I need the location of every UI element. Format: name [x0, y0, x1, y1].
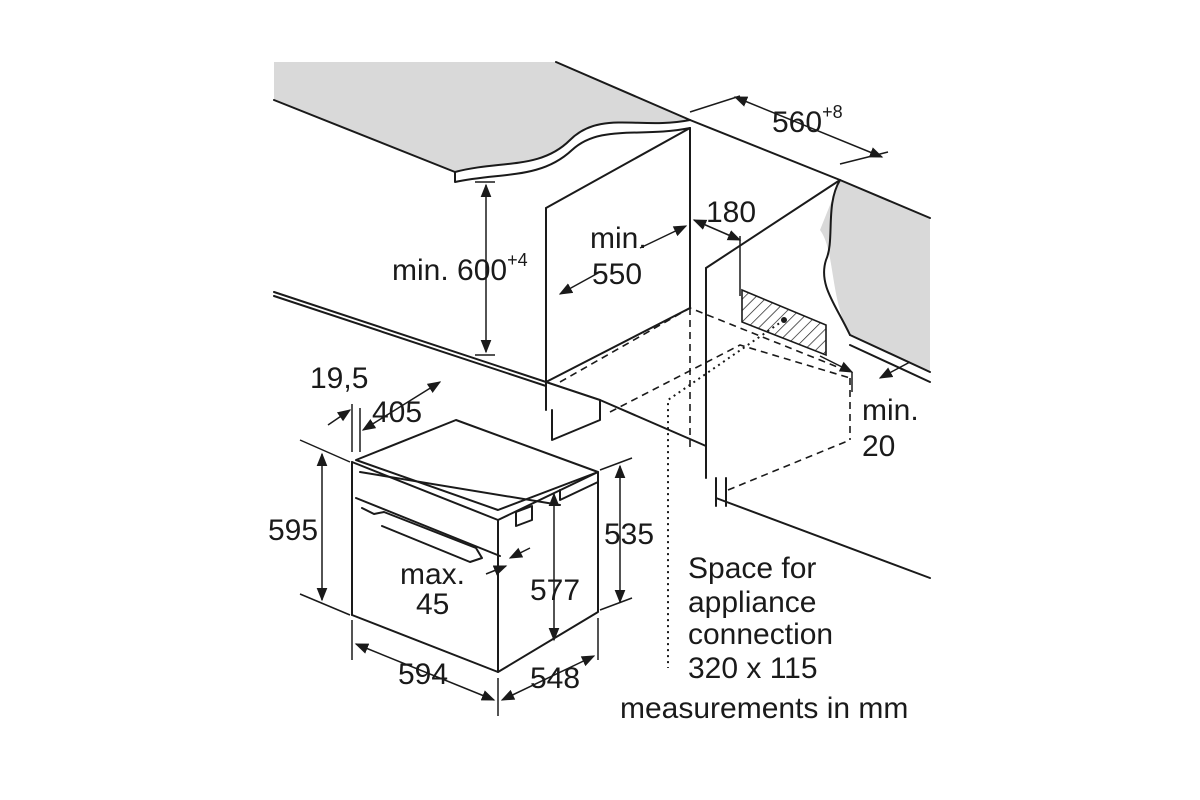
appliance-body-height-label: 535 — [604, 518, 654, 551]
cabinet-height-label: min. 600+4 — [392, 250, 528, 287]
cabinet-width-label: 560+8 — [772, 102, 843, 139]
cabinet — [273, 127, 931, 668]
handle-projection-label-line2: 45 — [416, 588, 449, 621]
connection-note-line4: 320 x 115 — [688, 652, 818, 685]
appliance-depth-label: 548 — [530, 662, 580, 695]
appliance-width-label: 594 — [398, 658, 448, 691]
connection-depth-label: 180 — [706, 196, 756, 229]
front-panel-depth-label: 19,5 — [310, 362, 368, 395]
worktop-left — [273, 61, 691, 183]
top-depth-label: 405 — [372, 396, 422, 429]
connection-note-line3: connection — [688, 618, 833, 651]
handle-projection-label-line1: max. — [400, 558, 465, 591]
oven-appliance — [351, 419, 599, 673]
cabinet-depth-label-line2: 550 — [592, 258, 642, 291]
side-gap-label-line2: 20 — [862, 430, 895, 463]
units-note: measurements in mm — [620, 692, 908, 725]
cabinet-depth-label-line1: min. — [590, 222, 647, 255]
side-gap-label-line1: min. — [862, 394, 919, 427]
appliance-inner-height-label: 577 — [530, 574, 580, 607]
connection-note-line1: Space for — [688, 552, 816, 585]
appliance-height-label: 595 — [268, 514, 318, 547]
connection-note-line2: appliance — [688, 586, 816, 619]
